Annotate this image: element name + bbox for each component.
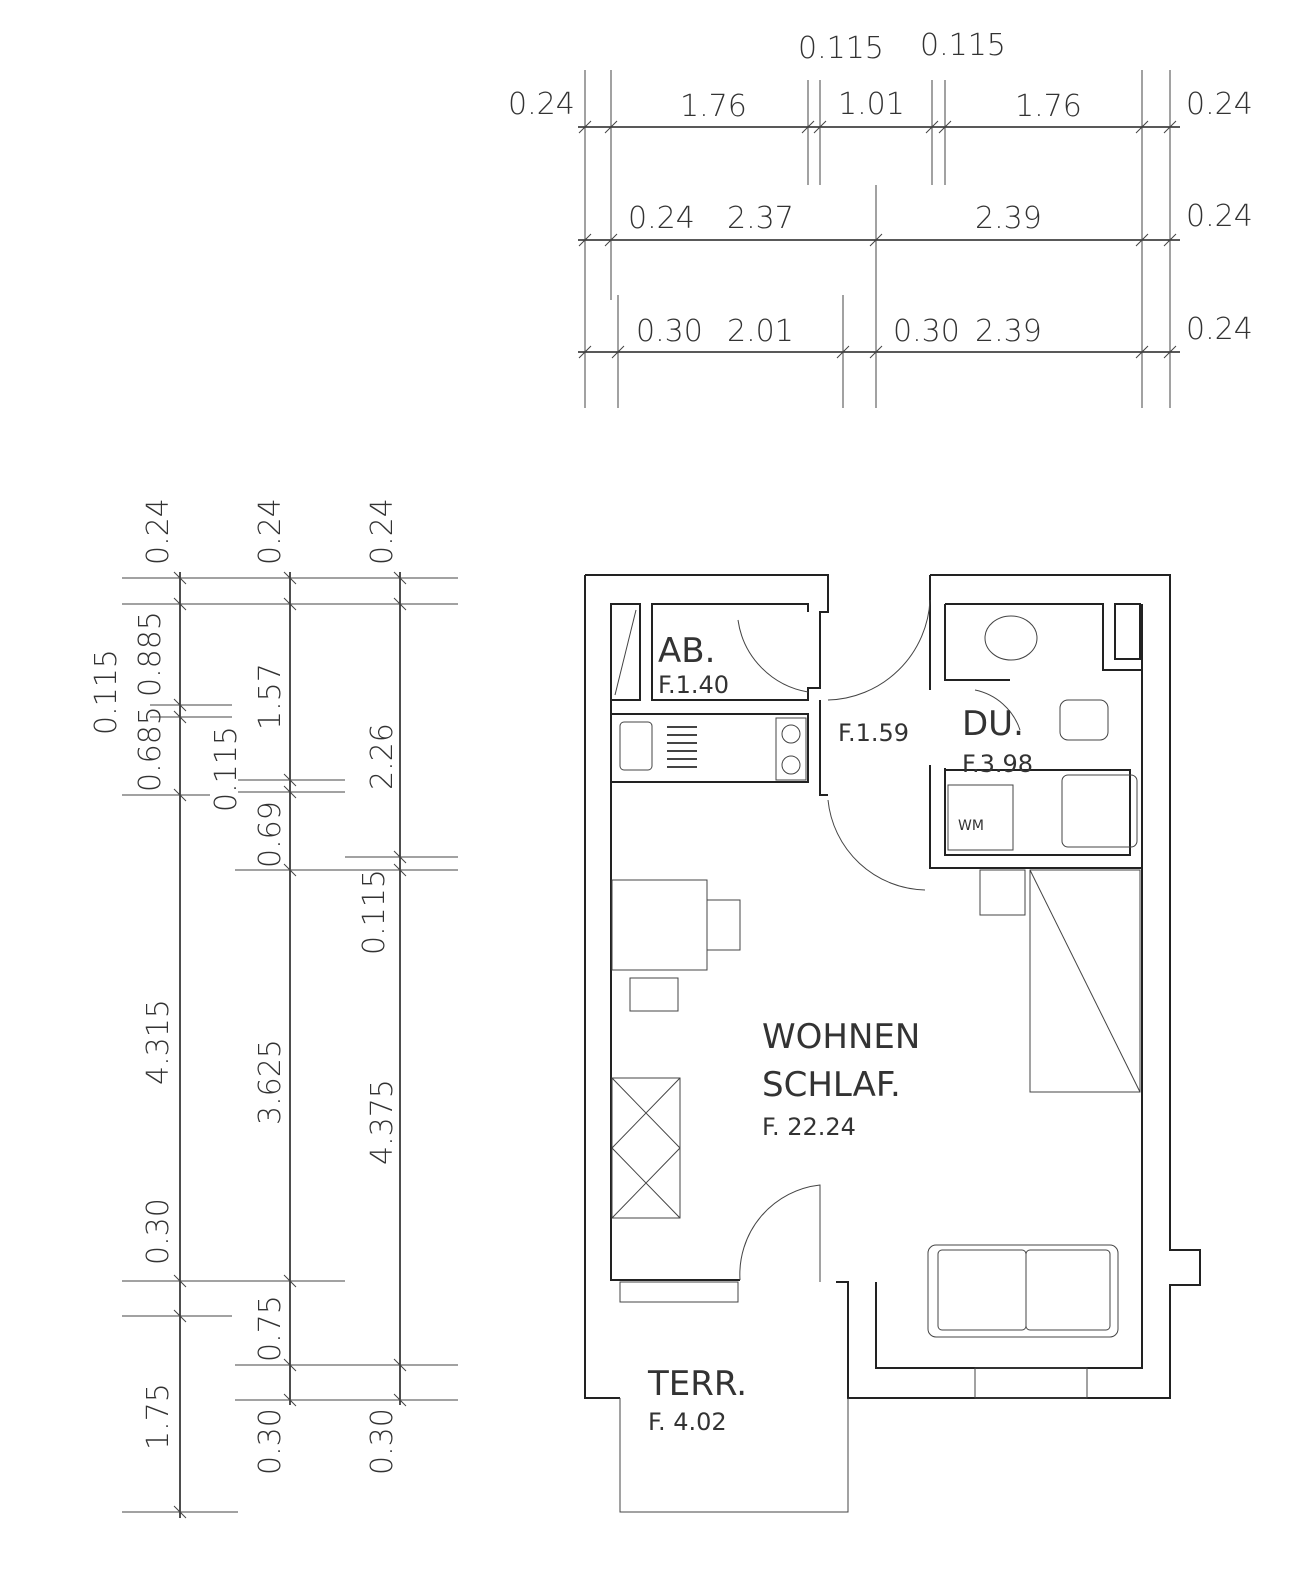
dim-top-r1-4: 0.24: [1186, 87, 1253, 122]
washer-label: WM: [958, 818, 984, 834]
top-dimension-ticks: [578, 120, 1177, 359]
dim-left-c2-3: 0.69: [253, 801, 288, 868]
dim-top-r1-1: 1.76: [680, 89, 747, 124]
dim-left-c3-1: 2.26: [365, 723, 400, 790]
dim-top-r2-1: 2.37: [727, 201, 794, 236]
dim-left-c2-4: 3.625: [253, 1039, 288, 1125]
dim-top-r1-2: 1.01: [838, 87, 905, 122]
dim-top-r2-3: 0.24: [1186, 199, 1253, 234]
dim-left-c1-2: 0.115: [89, 649, 124, 735]
dim-left-c1-3: 0.685: [133, 706, 168, 792]
room-terrace-area: F. 4.02: [648, 1408, 727, 1436]
dim-left-c3-4: 0.30: [365, 1408, 400, 1475]
dim-left-c3-2: 0.115: [357, 869, 392, 955]
dim-top-r3-2: 0.30: [893, 314, 960, 349]
dim-left-c1-6: 1.75: [141, 1383, 176, 1450]
dim-left-c3-3: 4.375: [365, 1079, 400, 1165]
left-dimension-lines: [122, 572, 458, 1518]
room-storage-area: F.1.40: [658, 671, 729, 699]
room-living-name-2: SCHLAF.: [762, 1065, 901, 1105]
dim-top-r3-1: 2.01: [727, 314, 794, 349]
left-dimension-labels: 0.24 0.885 0.115 0.685 4.315 0.30 1.75 0…: [89, 498, 400, 1475]
dim-top-r3-0: 0.30: [636, 314, 703, 349]
dim-left-c2-5: 0.75: [253, 1295, 288, 1362]
dim-top-r1-3: 1.76: [1015, 89, 1082, 124]
dim-top-r3-4: 0.24: [1186, 312, 1253, 347]
room-shower-name: DU.: [962, 704, 1024, 744]
dim-left-c1-0: 0.24: [141, 498, 176, 565]
fixtures: [611, 615, 1141, 1513]
dim-top-r2-2: 2.39: [975, 201, 1042, 236]
room-hall-area: F.1.59: [838, 719, 909, 747]
room-terrace-name: TERR.: [647, 1364, 747, 1404]
dim-left-c2-1: 1.57: [253, 663, 288, 730]
dim-top-r1-0: 0.24: [508, 87, 575, 122]
walls: [584, 574, 1201, 1399]
left-dimension-ticks: [173, 571, 407, 1519]
dim-left-c2-2: 0.115: [209, 726, 244, 812]
room-living-area: F. 22.24: [762, 1113, 856, 1141]
dim-left-c2-0: 0.24: [253, 498, 288, 565]
dim-left-c1-4: 4.315: [141, 999, 176, 1085]
dim-left-c2-6: 0.30: [253, 1408, 288, 1475]
dim-top-r2-0: 0.24: [628, 201, 695, 236]
dim-left-c1-5: 0.30: [141, 1198, 176, 1265]
room-storage-name: AB.: [658, 631, 715, 671]
dim-top-wall-1: 0.115: [798, 31, 884, 66]
room-living-name-1: WOHNEN: [762, 1017, 920, 1057]
room-shower-area: F.3.98: [962, 750, 1033, 778]
dim-left-c3-0: 0.24: [365, 498, 400, 565]
dim-top-wall-2: 0.115: [920, 28, 1006, 63]
doors: [737, 599, 1021, 1282]
dim-left-c1-1: 0.885: [133, 611, 168, 697]
dim-top-r3-3: 2.39: [975, 314, 1042, 349]
